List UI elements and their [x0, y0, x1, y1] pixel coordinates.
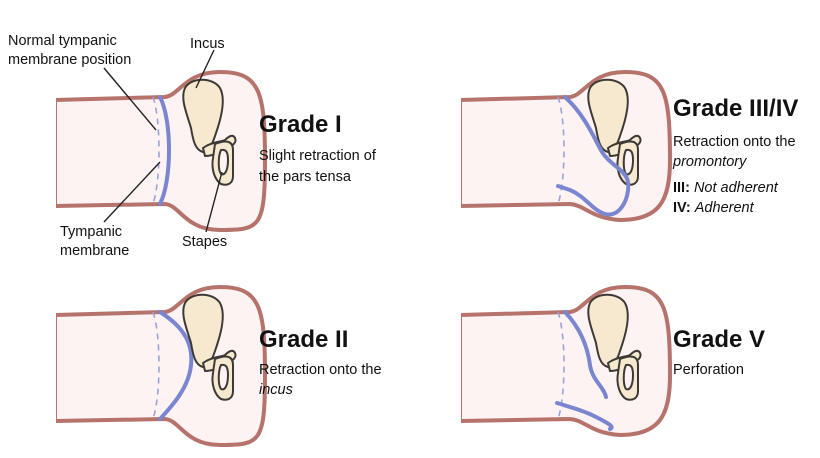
- grade-3-subtype: III: Not adherent: [673, 180, 779, 196]
- tympanic-membrane: [158, 95, 171, 206]
- tympanic-membrane-upper: [563, 310, 608, 399]
- grade-5-illustration: [455, 285, 672, 437]
- grade-4-subtype: IV: Adherent: [673, 200, 755, 216]
- tympanic-membrane: [158, 310, 194, 421]
- grade-2-title: Grade II: [259, 326, 348, 353]
- grade-5-title: Grade V: [673, 326, 765, 353]
- grade-2-desc-line1: Retraction onto the: [259, 362, 382, 378]
- grade-1-desc-line2: the pars tensa: [259, 169, 352, 185]
- tympanic-membrane-lower: [555, 401, 614, 431]
- label-stapes: Stapes: [182, 234, 227, 250]
- grade-1-desc-line1: Slight retraction of: [259, 148, 377, 164]
- label-leaders: [103, 49, 223, 233]
- grade-1-illustration: [53, 72, 265, 230]
- label-tympanic-line1: Tympanic: [60, 224, 122, 240]
- tympanic-membrane: [556, 95, 631, 217]
- grade-2-illustration: [53, 287, 265, 445]
- label-normal-position-line2: membrane position: [8, 52, 131, 68]
- grade-3-4-desc-line1: Retraction onto the: [673, 134, 796, 150]
- grade-2-desc-line2: incus: [259, 382, 293, 398]
- grade-3-4-desc-line2: promontory: [672, 154, 747, 170]
- label-incus: Incus: [190, 36, 225, 52]
- grade-3-label: III:: [673, 180, 690, 196]
- label-normal-position-line1: Normal tympanic: [8, 33, 117, 49]
- grade-3-text: Not adherent: [694, 180, 779, 196]
- label-tympanic-line2: membrane: [60, 243, 129, 259]
- grade-3-4-title: Grade III/IV: [673, 95, 798, 122]
- grade-1-title: Grade I: [259, 111, 342, 138]
- grade-3-4-illustration: [455, 70, 672, 222]
- grade-4-text: Adherent: [694, 200, 755, 216]
- grade-4-label: IV:: [673, 200, 691, 216]
- grade-5-desc-line1: Perforation: [673, 362, 744, 378]
